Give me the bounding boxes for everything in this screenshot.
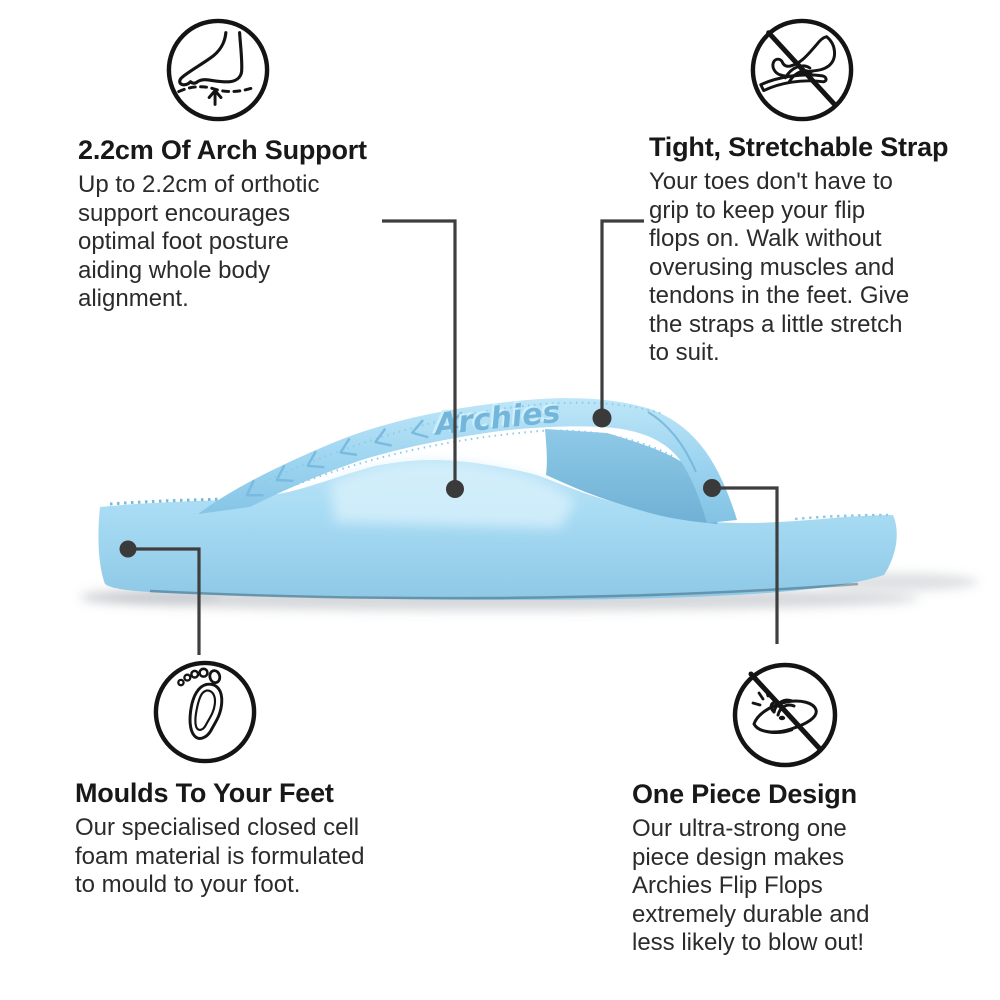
footprint-icon <box>151 658 259 766</box>
callout-dot-stretch-strap <box>592 408 612 428</box>
blown-out-flip-flop-icon <box>729 659 841 771</box>
callout-body-one-piece: Our ultra-strong one piece design makes … <box>632 815 870 956</box>
callout-dot-one-piece <box>703 479 721 497</box>
callout-title-moulds-to-feet: Moulds To Your Feet <box>75 778 334 808</box>
callout-title-stretch-strap: Tight, Stretchable Strap <box>649 132 949 162</box>
flip-flop-strap <box>198 398 737 523</box>
archies-logo-text: Archies <box>431 395 562 443</box>
callout-body-arch-support: Up to 2.2cm of orthotic support encourag… <box>78 171 320 312</box>
strap-rear-wedge <box>545 429 718 524</box>
strap-stitch-outer <box>214 401 664 506</box>
strap-fold-crease <box>647 411 697 473</box>
outsole-seam <box>149 582 859 600</box>
callout-stretch-strap: Tight, Stretchable Strap Your toes don't… <box>649 130 969 368</box>
callout-body-moulds-to-feet: Our specialised closed cell foam materia… <box>75 814 365 898</box>
callout-line-one-piece <box>713 486 779 644</box>
callout-title-one-piece: One Piece Design <box>632 779 857 809</box>
callout-title-arch-support: 2.2cm Of Arch Support <box>78 135 367 165</box>
strap-chevron-tread <box>245 411 467 497</box>
sole-edge-tread <box>109 497 229 506</box>
callout-dot-moulds-to-feet <box>119 540 137 558</box>
heel-edge-tread <box>794 513 889 521</box>
callout-line-arch-support <box>382 219 457 486</box>
callout-arch-support: 2.2cm Of Arch Support Up to 2.2cm of ort… <box>78 133 418 314</box>
callout-connectors <box>119 219 779 655</box>
callout-dot-arch-support <box>446 480 464 498</box>
callout-one-piece: One Piece Design Our ultra-strong one pi… <box>632 777 962 958</box>
callout-line-stretch-strap <box>600 219 644 416</box>
callout-moulds-to-feet: Moulds To Your Feet Our specialised clos… <box>75 776 445 900</box>
archies-logo: Archies Archies <box>429 393 562 443</box>
callout-line-moulds-to-feet <box>129 547 201 655</box>
foot-arch-support-icon <box>164 16 272 124</box>
flip-flop-sole <box>98 460 897 600</box>
no-toe-grip-strap-icon <box>748 16 856 124</box>
callout-body-stretch-strap: Your toes don't have to grip to keep you… <box>649 168 910 366</box>
